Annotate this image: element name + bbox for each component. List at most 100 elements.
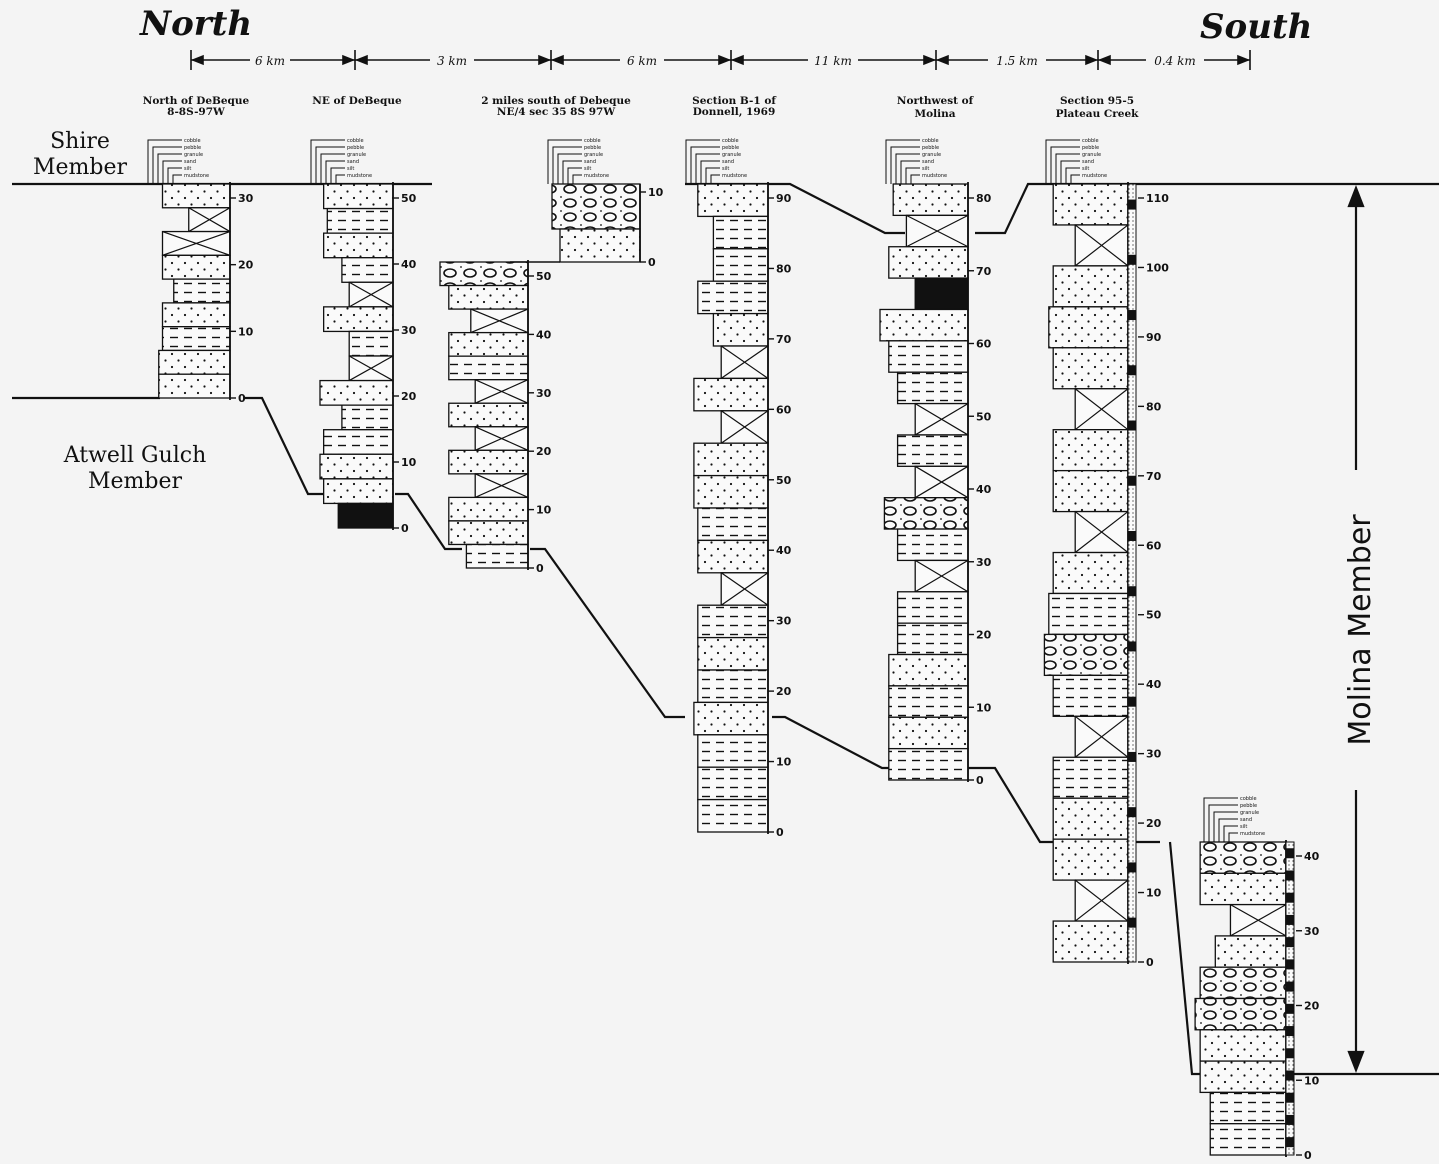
section-7-column: 403020100cobblepebblegranulesandsiltmuds… — [1194, 796, 1320, 1162]
scale-tick-label: 0 — [776, 826, 784, 839]
grain-size-bracket — [1065, 167, 1080, 184]
covered-interval-mark — [720, 345, 769, 379]
scale-tick-label: 40 — [776, 544, 792, 557]
section-1-bed — [161, 183, 231, 209]
paleosol-mark — [1286, 1048, 1294, 1059]
section-5-bed — [896, 591, 969, 624]
grain-size-bracket — [700, 160, 720, 184]
grain-size-label: cobble — [1240, 796, 1257, 802]
grain-size-bracket — [905, 167, 920, 184]
section-4-bed — [697, 669, 769, 704]
section-6-title-line-1: Section 95-5 — [1060, 95, 1134, 107]
paleosol-mark — [1286, 1003, 1294, 1014]
grain-size-bracket — [1223, 825, 1238, 842]
distance-1: 6 km — [255, 54, 285, 68]
section-6-bed — [1048, 592, 1129, 636]
section-3-title-line-2: NE/4 sec 35 8S 97W — [497, 106, 615, 118]
paleosol-mark — [1128, 420, 1136, 431]
section-6-bed — [1052, 797, 1129, 840]
section-5-bed — [888, 747, 969, 781]
section-7-bed — [1199, 841, 1287, 874]
scale-tick-label: 30 — [976, 556, 992, 569]
covered-interval-mark — [914, 559, 969, 593]
scale-tick-label: 20 — [776, 685, 792, 698]
section-3-bed — [465, 543, 529, 569]
scale-tick-label: 20 — [536, 445, 552, 458]
section-2-bed — [322, 306, 394, 333]
grain-size-label: granule — [347, 152, 366, 158]
grain-size-label: pebble — [722, 145, 739, 151]
section-7-bed — [1199, 1029, 1287, 1062]
section-3-bed — [448, 520, 529, 546]
covered-interval-mark — [906, 214, 969, 248]
scale-tick-label: 60 — [1146, 539, 1162, 552]
section-1-bed — [161, 326, 231, 352]
section-4-bed — [693, 474, 769, 509]
section-1-bed — [161, 254, 231, 280]
covered-interval-mark — [914, 403, 969, 436]
grain-size-label: granule — [922, 152, 941, 158]
grain-size-bracket — [315, 146, 345, 184]
grain-size-bracket — [1055, 153, 1080, 184]
paleosol-mark — [1128, 862, 1136, 873]
paleosol-mark — [1286, 1026, 1294, 1037]
grain-size-label: pebble — [584, 145, 601, 151]
section-5-bed — [896, 371, 969, 405]
section-5-bed — [888, 716, 969, 750]
paleosol-mark — [1286, 870, 1294, 881]
scale-tick-label: 10 — [401, 456, 417, 469]
scale-tick-label: 40 — [536, 328, 552, 341]
covered-interval-mark — [1074, 715, 1129, 758]
section-2-bed — [337, 502, 394, 529]
atwell-member-label-line-1: Atwell Gulch — [63, 443, 207, 468]
grain-size-label: granule — [1240, 810, 1259, 816]
covered-interval-mark — [1074, 511, 1129, 554]
scale-tick-label: 50 — [401, 192, 417, 205]
section-6-bed — [1052, 347, 1129, 390]
grain-size-label: mudstone — [922, 173, 947, 179]
scale-tick-label: 30 — [1304, 925, 1320, 938]
grain-size-label: mudstone — [1082, 173, 1107, 179]
grain-size-label: sand — [922, 159, 934, 165]
section-2-bed — [322, 429, 394, 455]
grain-size-bracket — [330, 167, 345, 184]
scale-tick-label: 70 — [976, 265, 992, 278]
grain-size-bracket — [167, 167, 182, 184]
grain-size-bracket — [890, 146, 920, 184]
distance-6: 0.4 km — [1154, 54, 1196, 68]
covered-interval-mark — [470, 308, 529, 334]
covered-interval-mark — [914, 465, 969, 499]
grain-size-label: silt — [922, 166, 929, 172]
scale-tick-label: 10 — [536, 504, 552, 517]
grain-size-bracket — [325, 160, 345, 184]
grain-size-bracket — [152, 146, 182, 184]
grain-size-bracket — [547, 139, 582, 184]
section-1-bed — [161, 302, 231, 328]
section-6-bed — [1052, 920, 1129, 963]
scale-tick-label: 10 — [1146, 887, 1162, 900]
grain-size-label: mudstone — [584, 173, 609, 179]
section-4-bed — [697, 766, 769, 801]
grain-size-label: cobble — [584, 138, 601, 144]
covered-interval-mark — [1230, 904, 1287, 937]
grain-size-bracket — [705, 167, 720, 184]
section-2-bed — [326, 207, 394, 234]
scale-tick-label: 0 — [401, 522, 409, 535]
covered-interval-mark — [1074, 879, 1129, 922]
scale-tick-label: 20 — [976, 629, 992, 642]
section-4-bed — [712, 248, 769, 282]
section-3-bed — [448, 496, 529, 522]
scale-tick-label: 30 — [536, 387, 552, 400]
paleosol-mark — [1128, 641, 1136, 652]
section-2-bed — [319, 453, 394, 480]
section-5-bed — [896, 528, 969, 562]
section-2-bed — [341, 257, 394, 283]
covered-interval-mark — [348, 355, 394, 382]
section-2-bed — [322, 232, 394, 259]
grain-size-label: granule — [1082, 152, 1101, 158]
paleosol-mark — [1128, 751, 1136, 762]
covered-interval-mark — [1074, 388, 1129, 431]
grain-size-bracket — [1060, 160, 1080, 184]
